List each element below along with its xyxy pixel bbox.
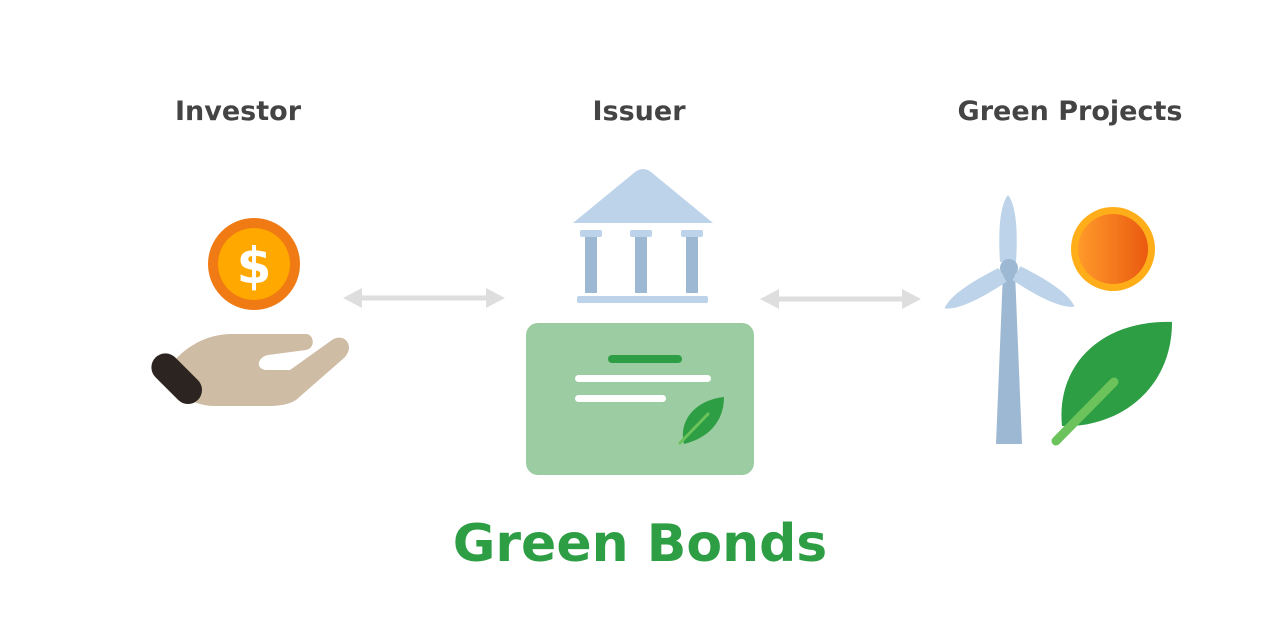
issuer-label: Issuer <box>592 96 686 127</box>
wind-sun-leaf-icon <box>944 195 1172 446</box>
open-hand-icon <box>151 334 349 406</box>
certificate-icon <box>526 323 754 475</box>
green-bonds-title: Green Bonds <box>452 514 828 574</box>
arrow-investor-issuer <box>343 288 505 308</box>
leaf-icon <box>1051 321 1172 446</box>
green-projects-label: Green Projects <box>957 96 1183 127</box>
wind-turbine-icon <box>944 195 1075 444</box>
investor-label: Investor <box>174 96 302 127</box>
hand-coin-icon: $ <box>151 218 349 406</box>
coin-icon: $ <box>208 218 300 310</box>
bank-certificate-icon <box>526 169 754 475</box>
arrow-issuer-projects <box>760 289 921 309</box>
sun-icon <box>1071 207 1155 291</box>
coin-dollar-symbol: $ <box>237 237 272 295</box>
bank-icon <box>573 169 713 303</box>
